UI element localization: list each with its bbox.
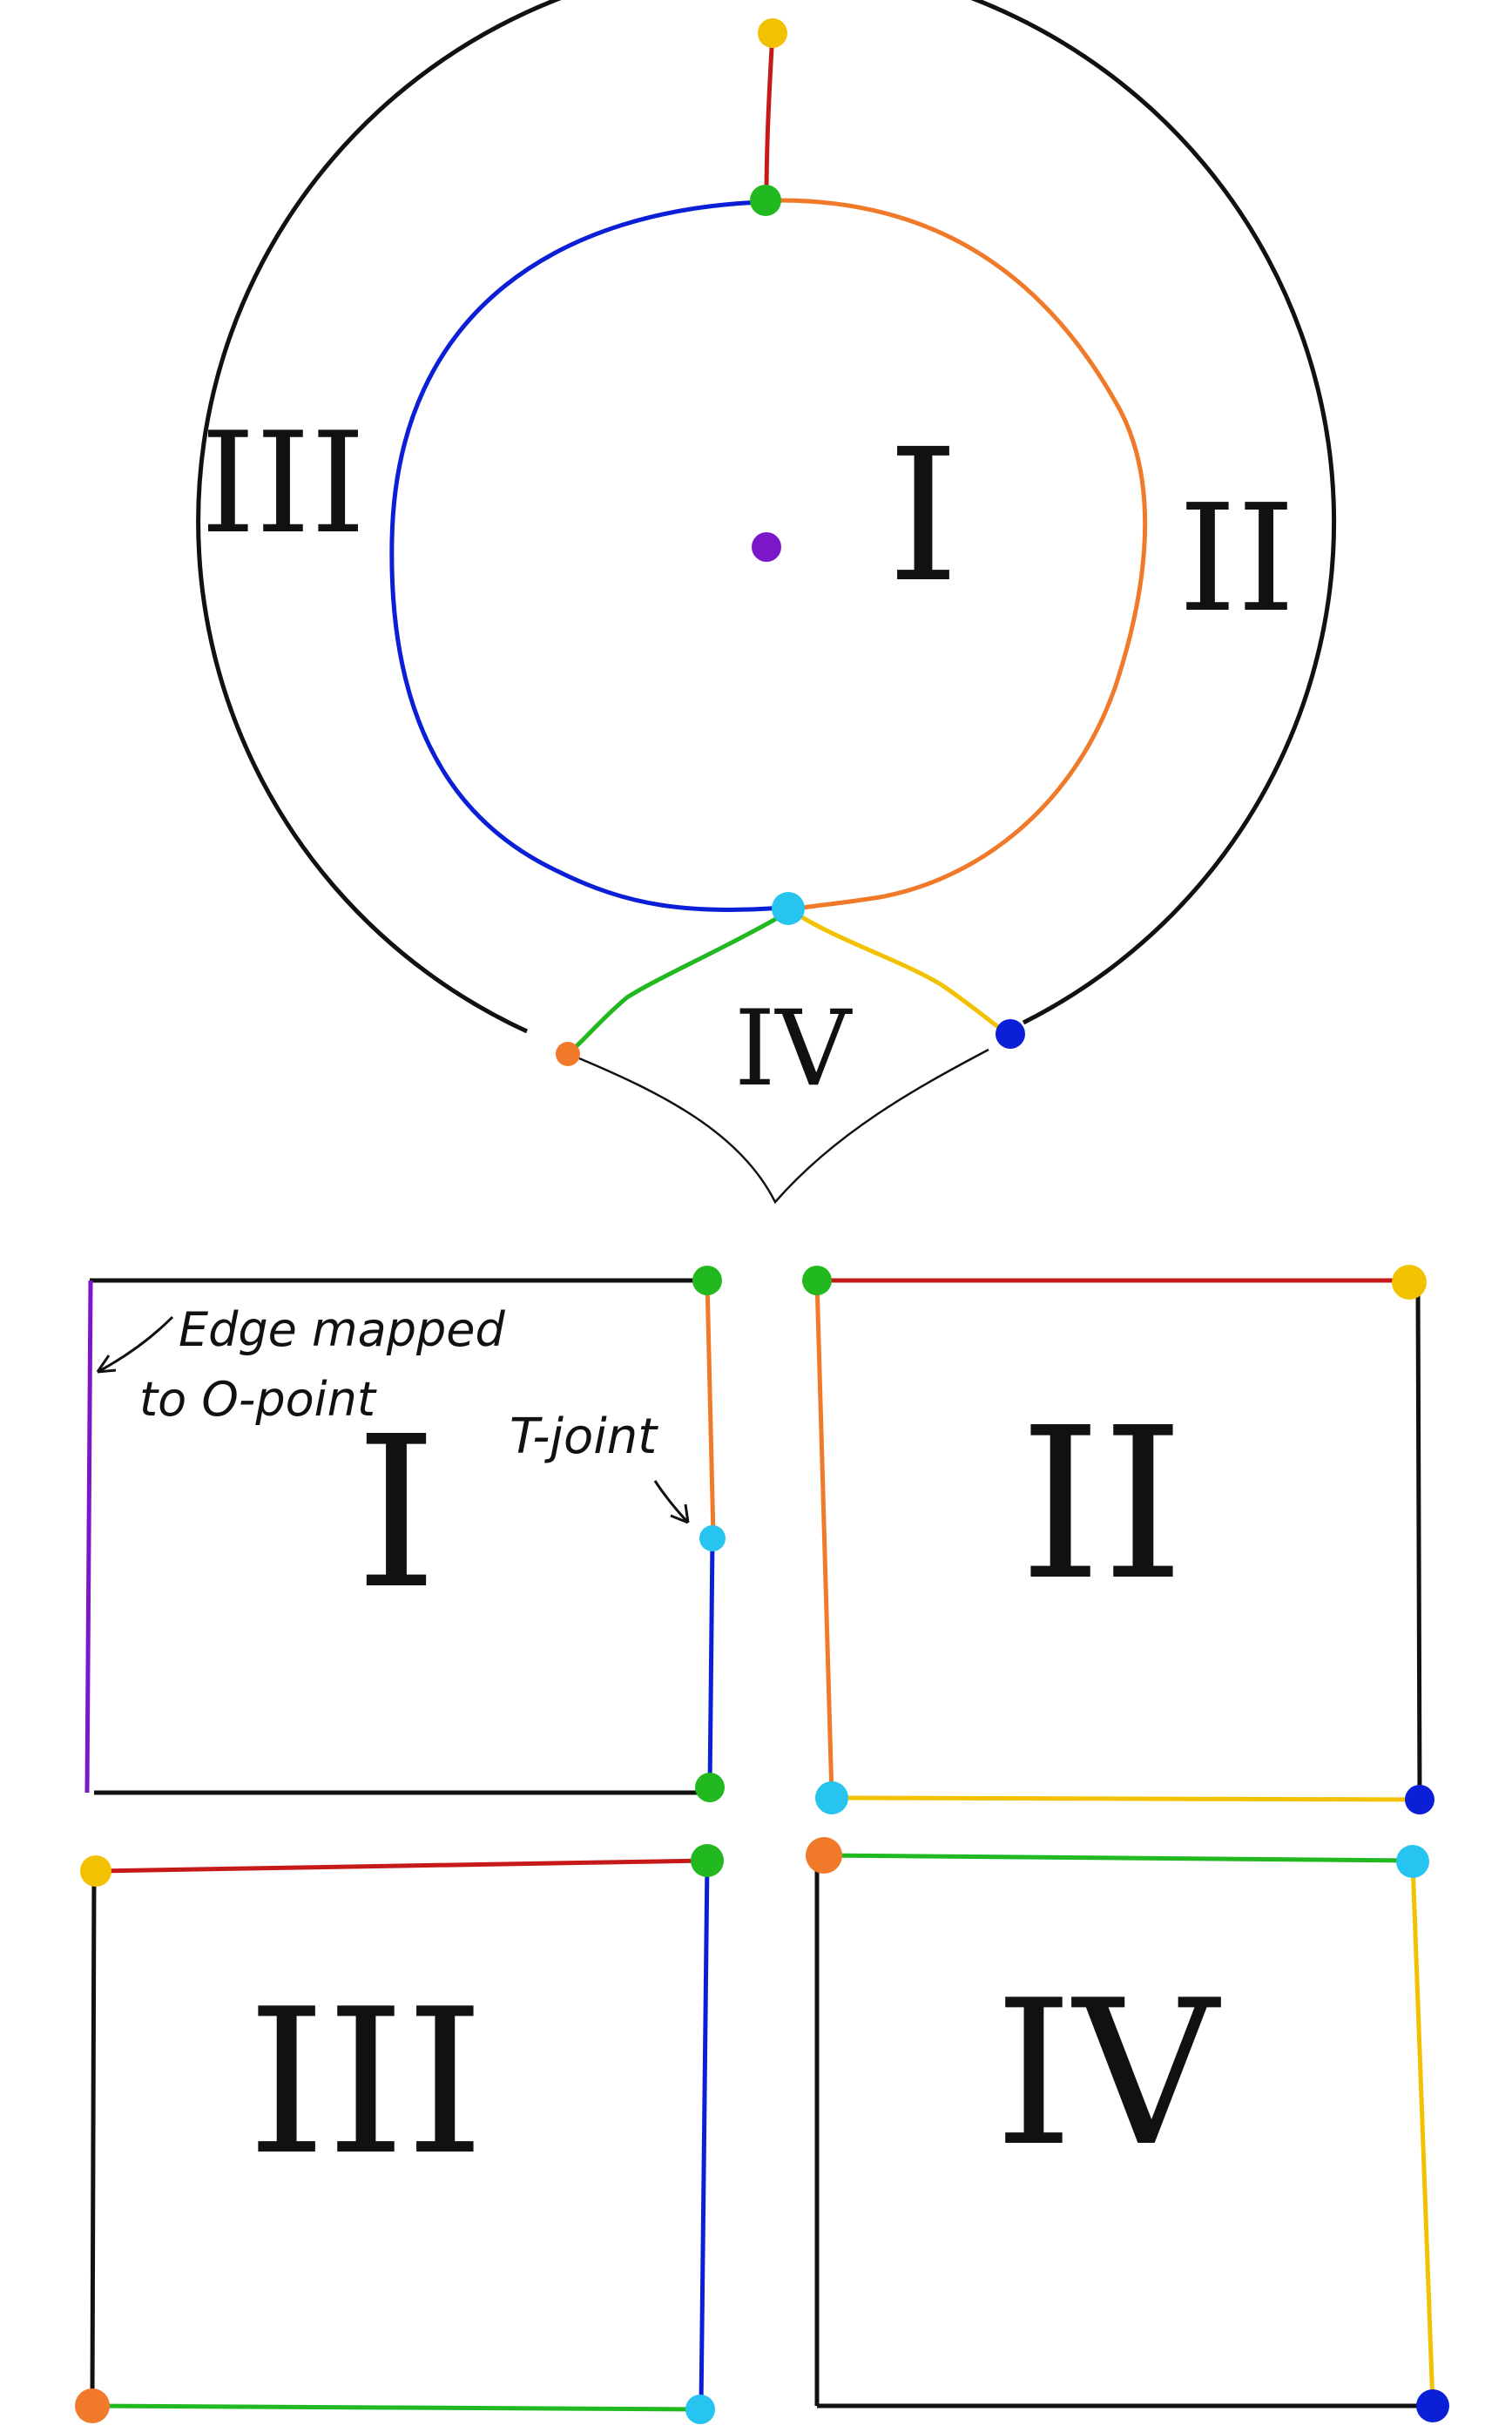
edge-red-top [764,32,775,199]
panel4-right-edge-yellow [1410,1861,1435,2405]
arrow-icon-t-joint [653,1480,690,1524]
arrow-head-edge [96,1354,117,1374]
panel3-bottom-edge-green [91,2403,701,2412]
arrow-icon [97,1315,174,1374]
label-region-3-circle: III [200,402,366,564]
vertex-green-top [750,185,781,216]
panel4-vertex-blue [1416,2389,1449,2422]
panel2-vertex-green [802,1266,832,1295]
edge-blue-inner [389,199,785,913]
panel3-vertex-green [691,1844,724,1877]
vertex-blue-bottom [996,1019,1025,1049]
annotation-edge-mapped: Edge mapped [179,1302,506,1357]
vertex-yellow-top [758,18,787,48]
label-region-4-circle: IV [734,989,853,1110]
panel4-vertex-orange [806,1837,842,1874]
vertex-orange-bottom [556,1042,580,1066]
circle-map: I II III IV [196,0,1337,1205]
bottom-spike [578,1048,989,1205]
panel2-left-edge-orange [814,1280,834,1797]
label-region-1-panel: I [355,1391,438,1635]
panel2-vertex-yellow [1392,1265,1427,1300]
panel3-top-edge-red [95,1858,708,1874]
label-region-2-panel: II [1019,1382,1185,1626]
panel2-bottom-edge-yellow [831,1795,1421,1802]
annotation-t-joint: T-joint [510,1409,658,1465]
panel1-vertex-cyan [699,1525,726,1551]
panel2-vertex-blue [1405,1785,1434,1814]
panel1-right-edge-orange [705,1280,716,1538]
edge-green-bottom [566,910,788,1056]
outer-circle [196,0,1337,1034]
panel-region-4: IV [806,1837,1449,2422]
center-point-dot [752,532,781,562]
panel3-right-edge-blue [699,1860,710,2409]
panel-region-3: III [75,1844,724,2424]
panel3-vertex-yellow [80,1855,111,1887]
label-region-4-panel: IV [995,1958,1222,2191]
panel1-right-edge-blue [707,1539,715,1788]
panel1-vertex-green-bottom [695,1773,725,1802]
panel4-top-edge-green [822,1853,1414,1863]
label-region-3-panel: III [247,1967,485,2199]
label-region-1-circle: I [888,409,960,623]
panel-region-1: I Edge mapped to O-point T-joint [84,1266,726,1802]
panel4-vertex-cyan [1396,1845,1429,1878]
label-region-2-circle: II [1178,473,1295,645]
edge-orange-inner [779,198,1148,912]
panel3-vertex-orange [75,2388,110,2423]
annotation-to-o-point: to O-point [139,1372,377,1427]
arrow-head-t-joint [670,1503,690,1524]
panel1-left-edge-purple [84,1280,93,1794]
panel-region-2: II [802,1265,1434,1814]
panel2-vertex-cyan [815,1781,848,1814]
panel2-right-edge [1415,1281,1422,1800]
vertex-cyan-center [772,892,805,925]
panel3-left-edge [90,1872,97,2405]
panel1-vertex-green-top [692,1266,722,1295]
edge-yellow-bottom [786,906,1010,1037]
panel3-vertex-cyan [685,2395,715,2424]
